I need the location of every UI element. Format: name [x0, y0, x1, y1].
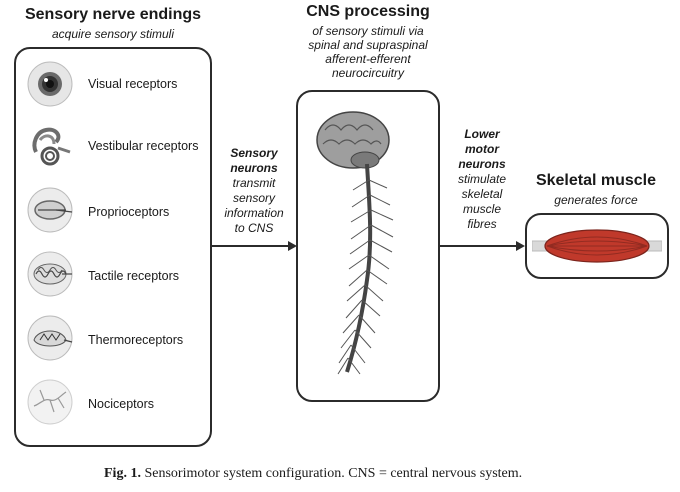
caption-text: Sensorimotor system configuration. CNS =… [144, 466, 523, 481]
receptor-row-visual: Visual receptors [26, 60, 206, 116]
tactile-receptor-icon [27, 251, 73, 297]
receptor-row-vestibular: Vestibular receptors [26, 122, 206, 178]
arrow1-line: to CNS [234, 221, 274, 235]
receptor-label: Nociceptors [88, 397, 154, 411]
arrow1-line: transmit [232, 176, 276, 190]
cns-subtitle-line: afferent-efferent [325, 52, 411, 66]
arrow2-bold-line: neurons [458, 157, 506, 171]
receptor-label: Vestibular receptors [88, 139, 199, 153]
caption-label: Fig. 1. [104, 466, 141, 481]
muscle-title: Skeletal muscle [535, 172, 657, 189]
sensory-title: Sensory nerve endings [24, 6, 202, 23]
arrow2-bold-line: motor [465, 142, 499, 156]
receptor-row-tactile: Tactile receptors [26, 250, 206, 306]
receptor-row-noci: Nociceptors [26, 378, 206, 434]
thermoreceptor-icon [27, 315, 73, 361]
muscle-subtitle: generates force [554, 193, 638, 207]
arrow2-line: stimulate [457, 172, 507, 186]
brain-spinal-cord-icon [316, 111, 394, 375]
eye-icon [27, 61, 73, 107]
cns-title: CNS processing [306, 3, 430, 20]
sensory-subtitle: acquire sensory stimuli [51, 27, 175, 41]
arrow1-bold-line: neurons [230, 161, 278, 175]
arrow2-line: muscle [462, 202, 501, 216]
arrow1 [212, 241, 297, 251]
arrow2-bold-line: Lower [464, 127, 500, 141]
arrow2-label: Lower motor neurons stimulate skeletal m… [442, 127, 522, 232]
receptor-label: Tactile receptors [88, 269, 180, 283]
cns-subtitle-line: of sensory stimuli via [312, 24, 424, 38]
cns-subtitle-line: spinal and supraspinal [308, 38, 428, 52]
receptor-label: Thermoreceptors [88, 333, 184, 347]
arrow1-line: sensory [232, 191, 276, 205]
cns-subtitle-line: neurocircuitry [331, 66, 405, 80]
muscle-spindle-icon [27, 187, 73, 233]
receptor-row-thermo: Thermoreceptors [26, 314, 206, 370]
cns-subtitle: of sensory stimuli via spinal and supras… [290, 24, 446, 80]
arrow2-line: skeletal [461, 187, 503, 201]
arrow1-label: Sensory neurons transmit sensory informa… [212, 146, 296, 236]
arrow1-bold-line: Sensory [230, 146, 278, 160]
arrow2 [440, 241, 525, 251]
receptor-label: Visual receptors [88, 77, 178, 91]
arrow2-line: fibres [467, 217, 497, 231]
inner-ear-icon [32, 127, 71, 166]
skeletal-muscle-icon [532, 229, 662, 263]
arrow1-line: information [224, 206, 284, 220]
receptor-row-proprio: Proprioceptors [26, 186, 206, 242]
nociceptor-icon [27, 379, 73, 425]
receptor-label: Proprioceptors [88, 205, 170, 219]
figure-caption: Fig. 1. Sensorimotor system configuratio… [104, 466, 664, 482]
